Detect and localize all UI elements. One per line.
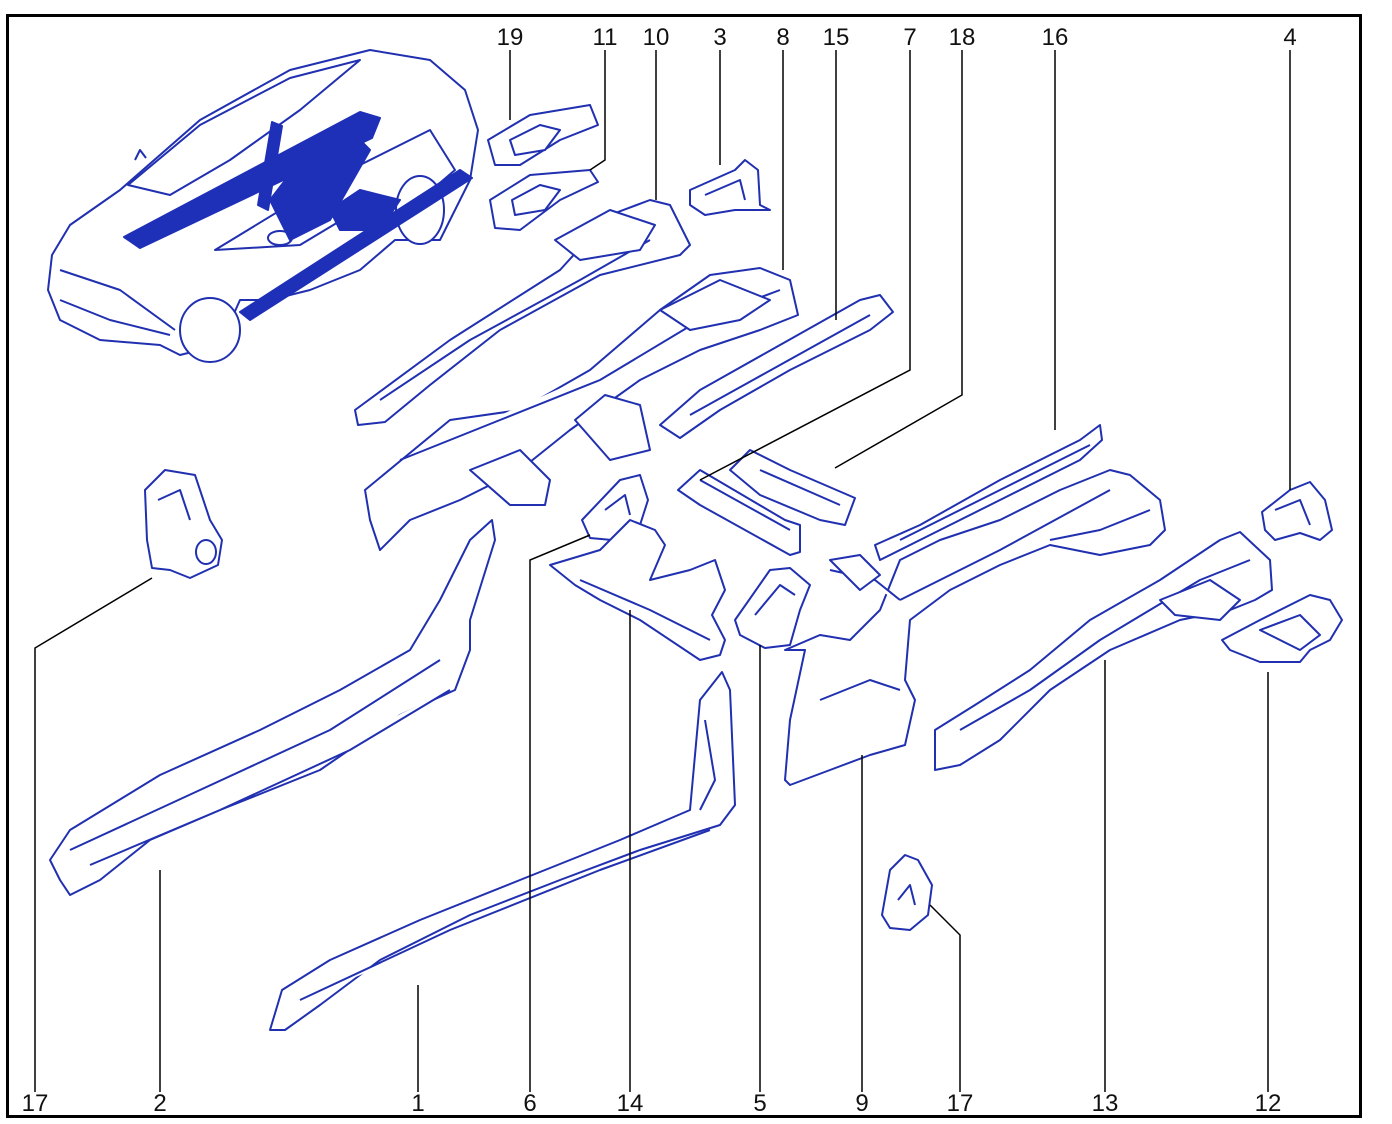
callout-9: 9 [855, 1090, 869, 1117]
callout-8: 8 [776, 24, 790, 51]
part-15-reinforcement [659, 294, 894, 439]
callout-11: 11 [592, 24, 618, 51]
part-12-bracket [1221, 594, 1343, 663]
highlight-structure [123, 111, 473, 321]
callout-15: 15 [822, 24, 850, 51]
part-16-reinforcement [874, 424, 1103, 561]
part-17-mount-left [144, 469, 223, 579]
diagram-frame [6, 14, 1362, 1118]
part-5-bracket [734, 567, 811, 649]
part-18-crossmember [729, 449, 856, 526]
callout-2: 2 [153, 1090, 167, 1117]
callout-4: 4 [1283, 24, 1297, 51]
part-3-bracket [689, 159, 771, 216]
callout-3: 3 [713, 24, 727, 51]
car-body-illustration [47, 49, 479, 363]
leader-lines [34, 50, 1291, 1092]
part-8-rail [364, 267, 799, 551]
part-19-bracket [487, 104, 599, 166]
part-14-crossmember [549, 519, 726, 661]
callout-7: 7 [903, 24, 917, 51]
callout-18: 18 [948, 24, 976, 51]
part-2-sill-outer [49, 519, 496, 896]
callout-1: 1 [411, 1090, 425, 1117]
part-4-bracket [1261, 481, 1333, 541]
callout-17-right: 17 [946, 1090, 974, 1117]
callout-10: 10 [642, 24, 670, 51]
part-17-mount-right [881, 854, 933, 931]
part-1-sill-inner [269, 671, 736, 1031]
callout-19: 19 [496, 24, 524, 51]
part-9-rear-rail [784, 469, 1166, 786]
callout-13: 13 [1091, 1090, 1119, 1117]
part-11-bracket [489, 169, 599, 231]
part-13-rear-rail [934, 531, 1273, 771]
callout-12: 12 [1254, 1090, 1282, 1117]
callout-6: 6 [523, 1090, 537, 1117]
callout-5: 5 [753, 1090, 767, 1117]
part-10-rail [354, 199, 691, 426]
callout-16: 16 [1041, 24, 1069, 51]
callout-17-left: 17 [21, 1090, 49, 1117]
part-7-crossmember [677, 469, 801, 556]
callout-14: 14 [616, 1090, 644, 1117]
